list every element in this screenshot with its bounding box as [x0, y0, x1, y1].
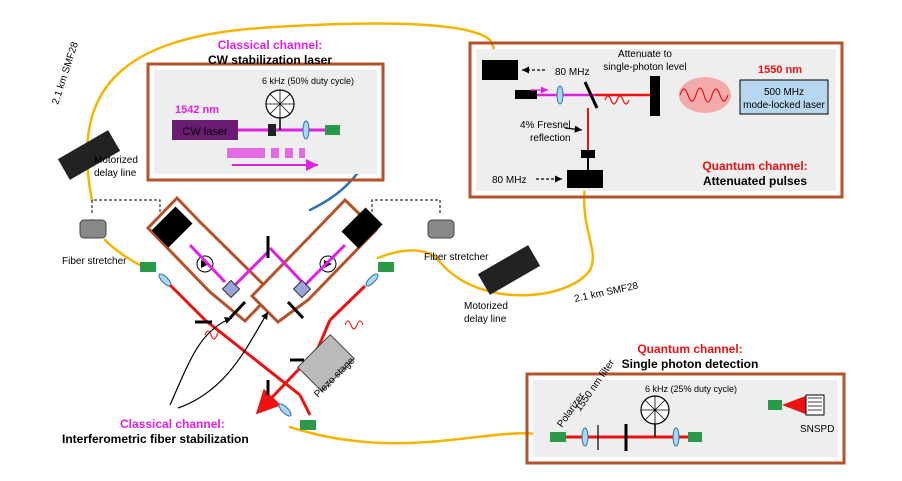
left-stretcher-label: Fiber stretcher — [62, 256, 127, 267]
right-pid — [341, 207, 383, 249]
svg-text:AOM: AOM — [574, 175, 597, 186]
right-fiber-label: 2.1 km SMF28 — [573, 281, 639, 305]
mode-locked-laser — [739, 79, 829, 115]
classical-cw-title: Classical channel: — [218, 38, 323, 52]
freq-bottom: 80 MHz — [492, 175, 526, 186]
pulse-waves — [679, 77, 731, 113]
left-delay-line — [57, 130, 121, 180]
quantum-detection-title: Quantum channel: — [637, 342, 742, 356]
detect-chopper-label: 6 kHz (25% duty cycle) — [645, 384, 737, 394]
svg-text:delay line: delay line — [94, 168, 137, 179]
attenuator — [650, 76, 660, 116]
aom-bottom — [567, 170, 603, 188]
pulse-box-border — [468, 41, 844, 199]
right-fiber-stretcher — [427, 219, 455, 239]
pulse-box-fill — [476, 49, 836, 191]
classical-cw-subtitle: CW stabilization laser — [208, 53, 332, 67]
cw-pulse-train — [227, 148, 305, 158]
aom-top — [482, 60, 518, 80]
piezo-stage — [297, 334, 355, 392]
snspd-beam-icon — [782, 395, 808, 415]
snspd-label: SNSPD — [800, 424, 834, 435]
quantum-pulses-subtitle: Attenuated pulses — [703, 174, 807, 188]
left-fiber-stretcher — [79, 219, 107, 239]
pulse-mirror — [583, 81, 599, 109]
quantum-detection-subtitle: Single photon detection — [622, 357, 759, 371]
cw-laser-label: CW laser — [182, 126, 228, 138]
svg-text:Attenuate to: Attenuate to — [618, 49, 672, 60]
right-delay-line — [477, 245, 541, 295]
svg-text:AOM: AOM — [489, 66, 512, 77]
freq-top: 80 MHz — [555, 67, 589, 78]
left-fiber-label: 2.1 km SMF28 — [50, 40, 81, 106]
svg-text:Motorized: Motorized — [94, 155, 138, 166]
cw-laser — [172, 120, 238, 140]
classical-interf-title: Classical channel: — [120, 417, 225, 431]
right-stretcher-label: Fiber stretcher — [424, 252, 489, 263]
pulse-wavelength: 1550 nm — [758, 64, 802, 76]
cw-fiber-coupler — [325, 125, 340, 135]
aom-top-coupler — [515, 90, 537, 99]
svg-text:mode-locked laser: mode-locked laser — [743, 100, 825, 111]
svg-text:reflection: reflection — [530, 133, 571, 144]
classical-interf-subtitle: Interferometric fiber stabilization — [62, 432, 249, 446]
left-pid — [151, 206, 193, 248]
detect-box-border — [525, 372, 846, 465]
svg-text:Motorized: Motorized — [464, 301, 508, 312]
svg-text:500 MHz: 500 MHz — [764, 87, 804, 98]
cw-wavelength: 1542 nm — [175, 104, 219, 116]
cw-chopper-label: 6 kHz (50% duty cycle) — [262, 76, 354, 86]
cw-box-border — [146, 62, 385, 182]
svg-text:4% Fresnel: 4% Fresnel — [520, 120, 571, 131]
quantum-pulses-title: Quantum channel: — [702, 159, 807, 173]
svg-text:single-photon level: single-photon level — [603, 62, 686, 73]
svg-text:delay line: delay line — [464, 314, 507, 325]
